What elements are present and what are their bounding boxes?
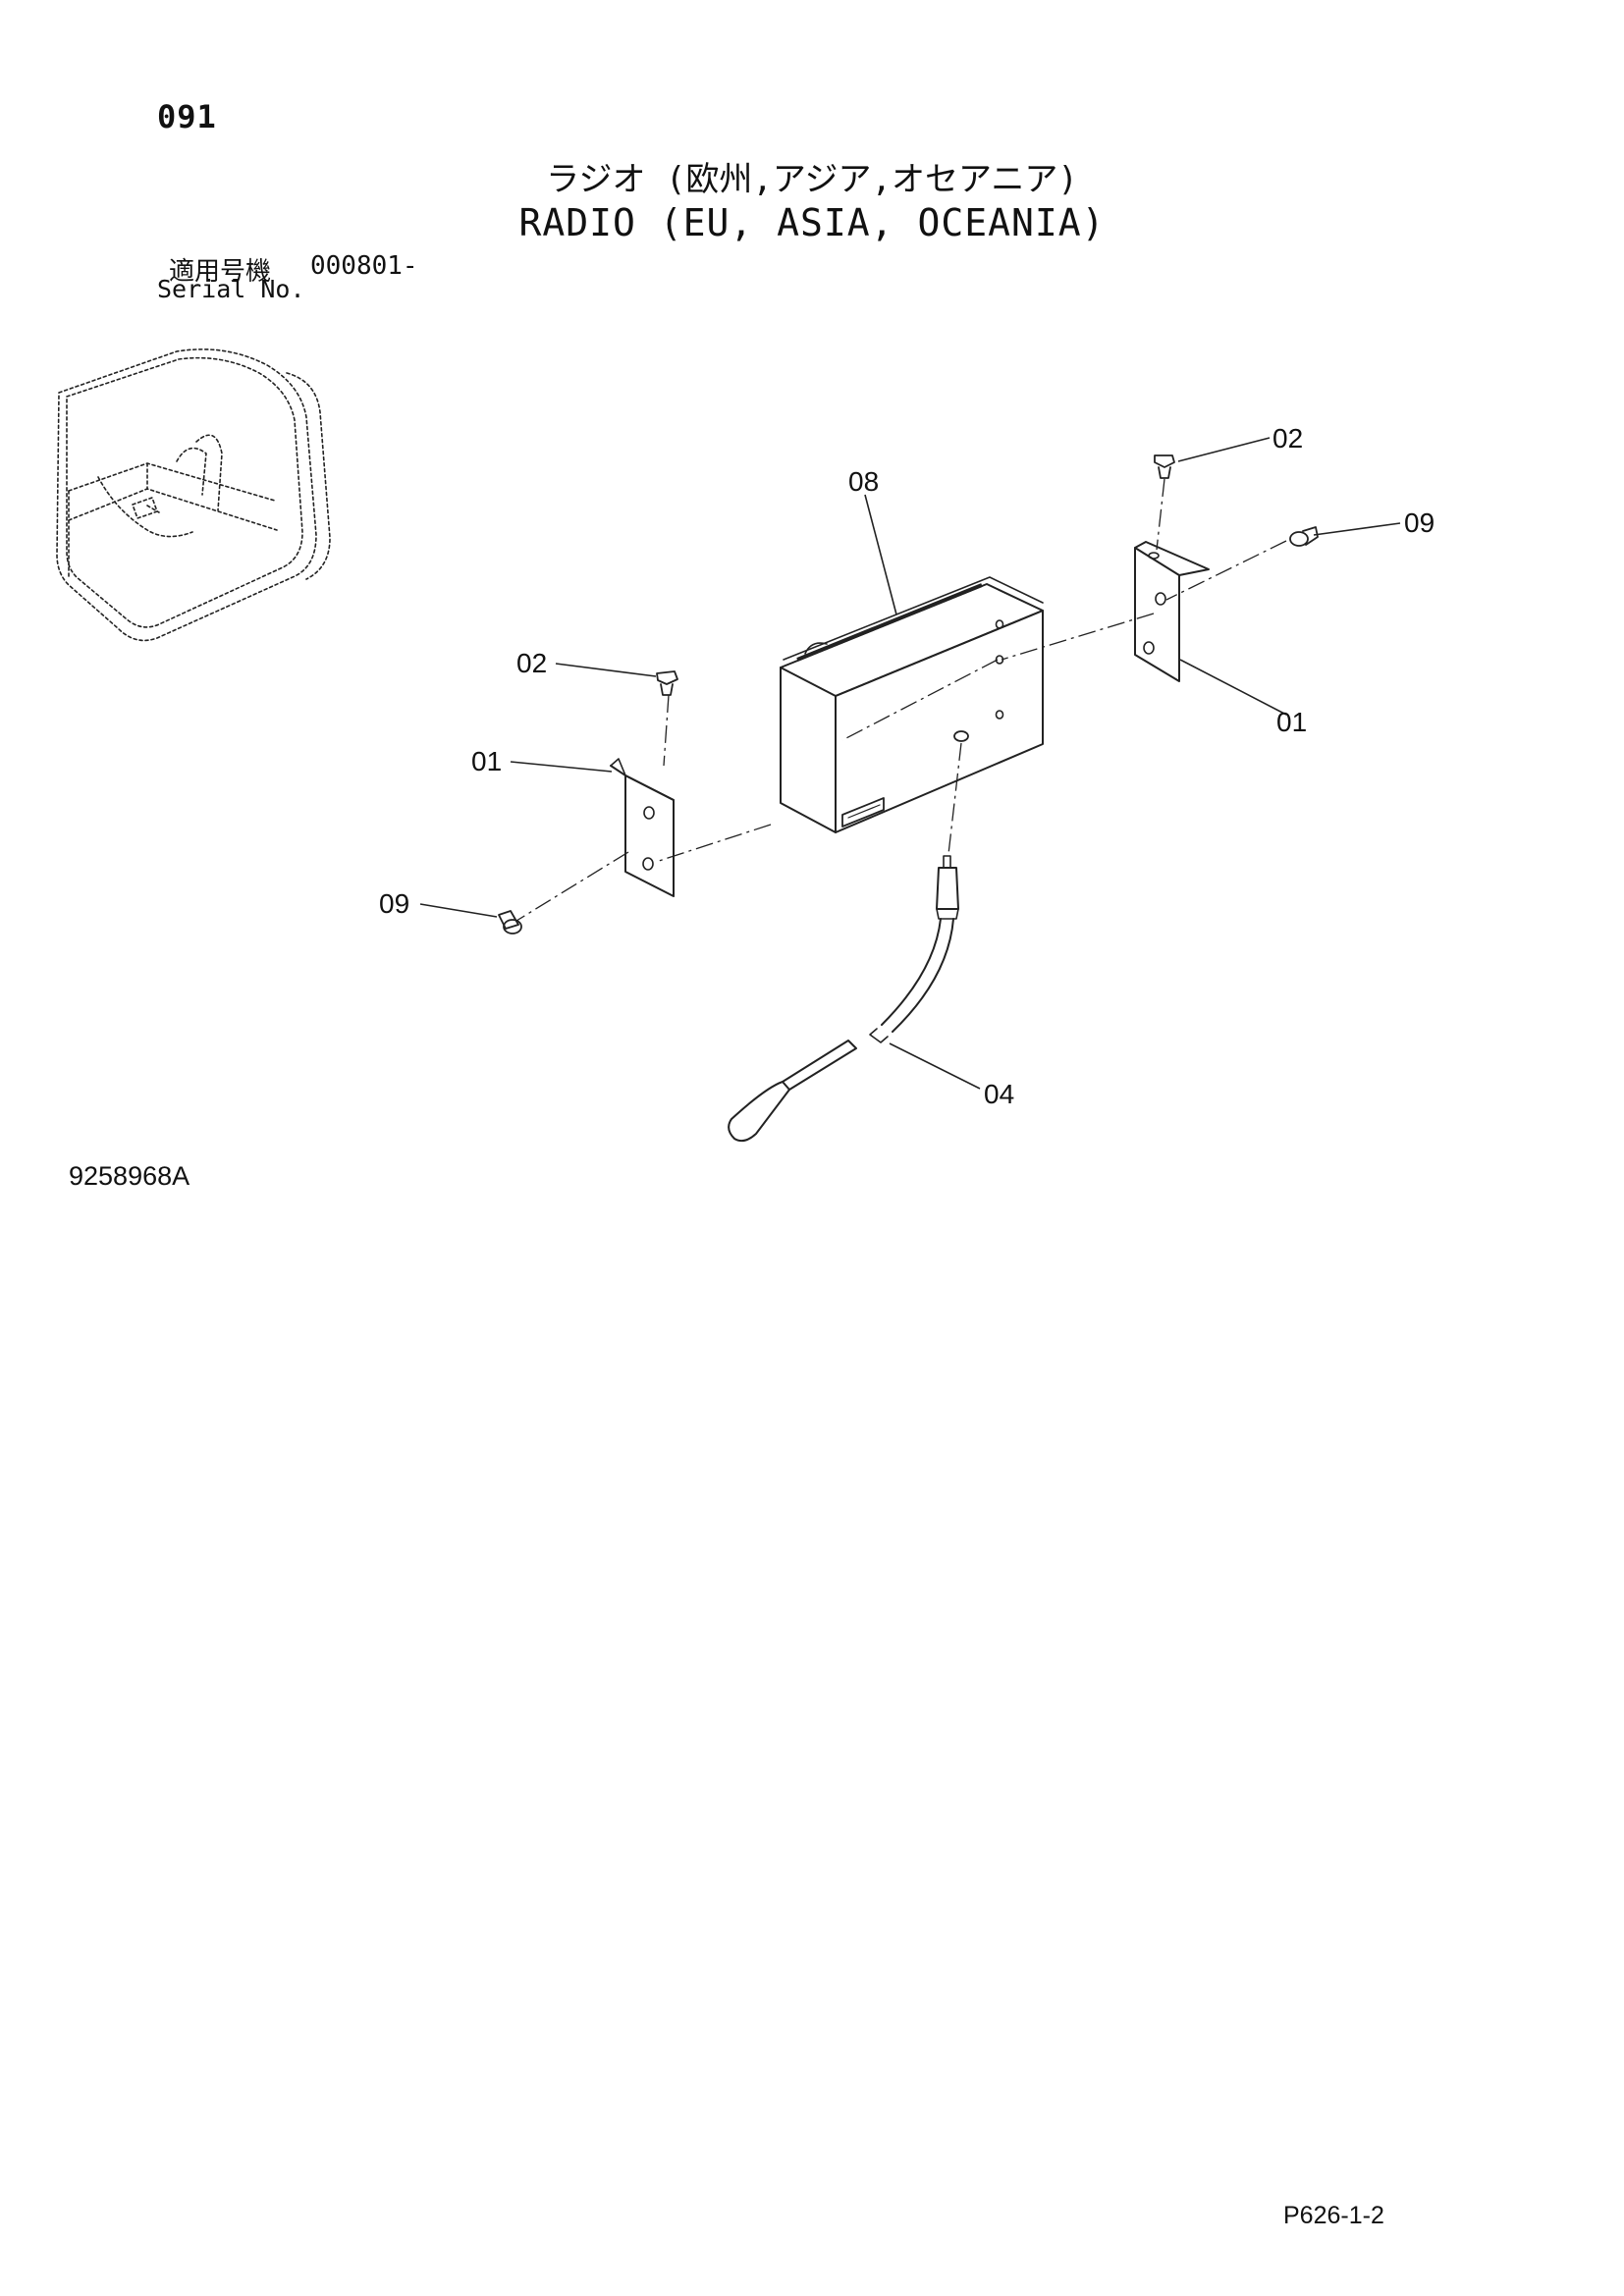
serial-label-japanese: 適用号機 (169, 257, 272, 287)
cab-location-thumbnail (56, 348, 331, 642)
radio-unit (780, 576, 1044, 833)
title-japanese: ラジオ (欧州,アジア,オセアニア) (546, 160, 1078, 199)
page-number: 091 (157, 98, 217, 135)
callout-bracket-right: 01 (1276, 707, 1307, 737)
callout-leader-lines (419, 437, 1401, 1090)
serial-label-english: Serial No. (157, 275, 305, 303)
callout-antenna: 04 (984, 1079, 1014, 1109)
left-bracket (610, 758, 675, 897)
antenna (728, 855, 959, 1143)
sheet-code: P626-1-2 (1283, 2202, 1384, 2229)
title-english: RADIO (EU, ASIA, OCEANIA) (518, 201, 1106, 244)
left-bolt (498, 910, 522, 934)
callout-screw-right: 02 (1272, 423, 1303, 454)
callout-labels: 02 08 09 01 02 01 09 04 (379, 423, 1435, 1109)
assembly-center-lines (515, 478, 1287, 922)
callout-bolt-left: 09 (379, 888, 409, 919)
callout-screw-left: 02 (516, 648, 547, 678)
drawing-number: 9258968A (69, 1161, 190, 1191)
right-bracket (1134, 541, 1210, 682)
callout-radio: 08 (848, 466, 879, 497)
serial-number-range: 000801- (310, 251, 418, 281)
callout-bracket-left: 01 (471, 746, 502, 776)
callout-bolt-right: 09 (1404, 507, 1435, 538)
right-bolt (1289, 526, 1319, 547)
upper-right-screw (1154, 454, 1175, 479)
left-screw (656, 670, 678, 696)
